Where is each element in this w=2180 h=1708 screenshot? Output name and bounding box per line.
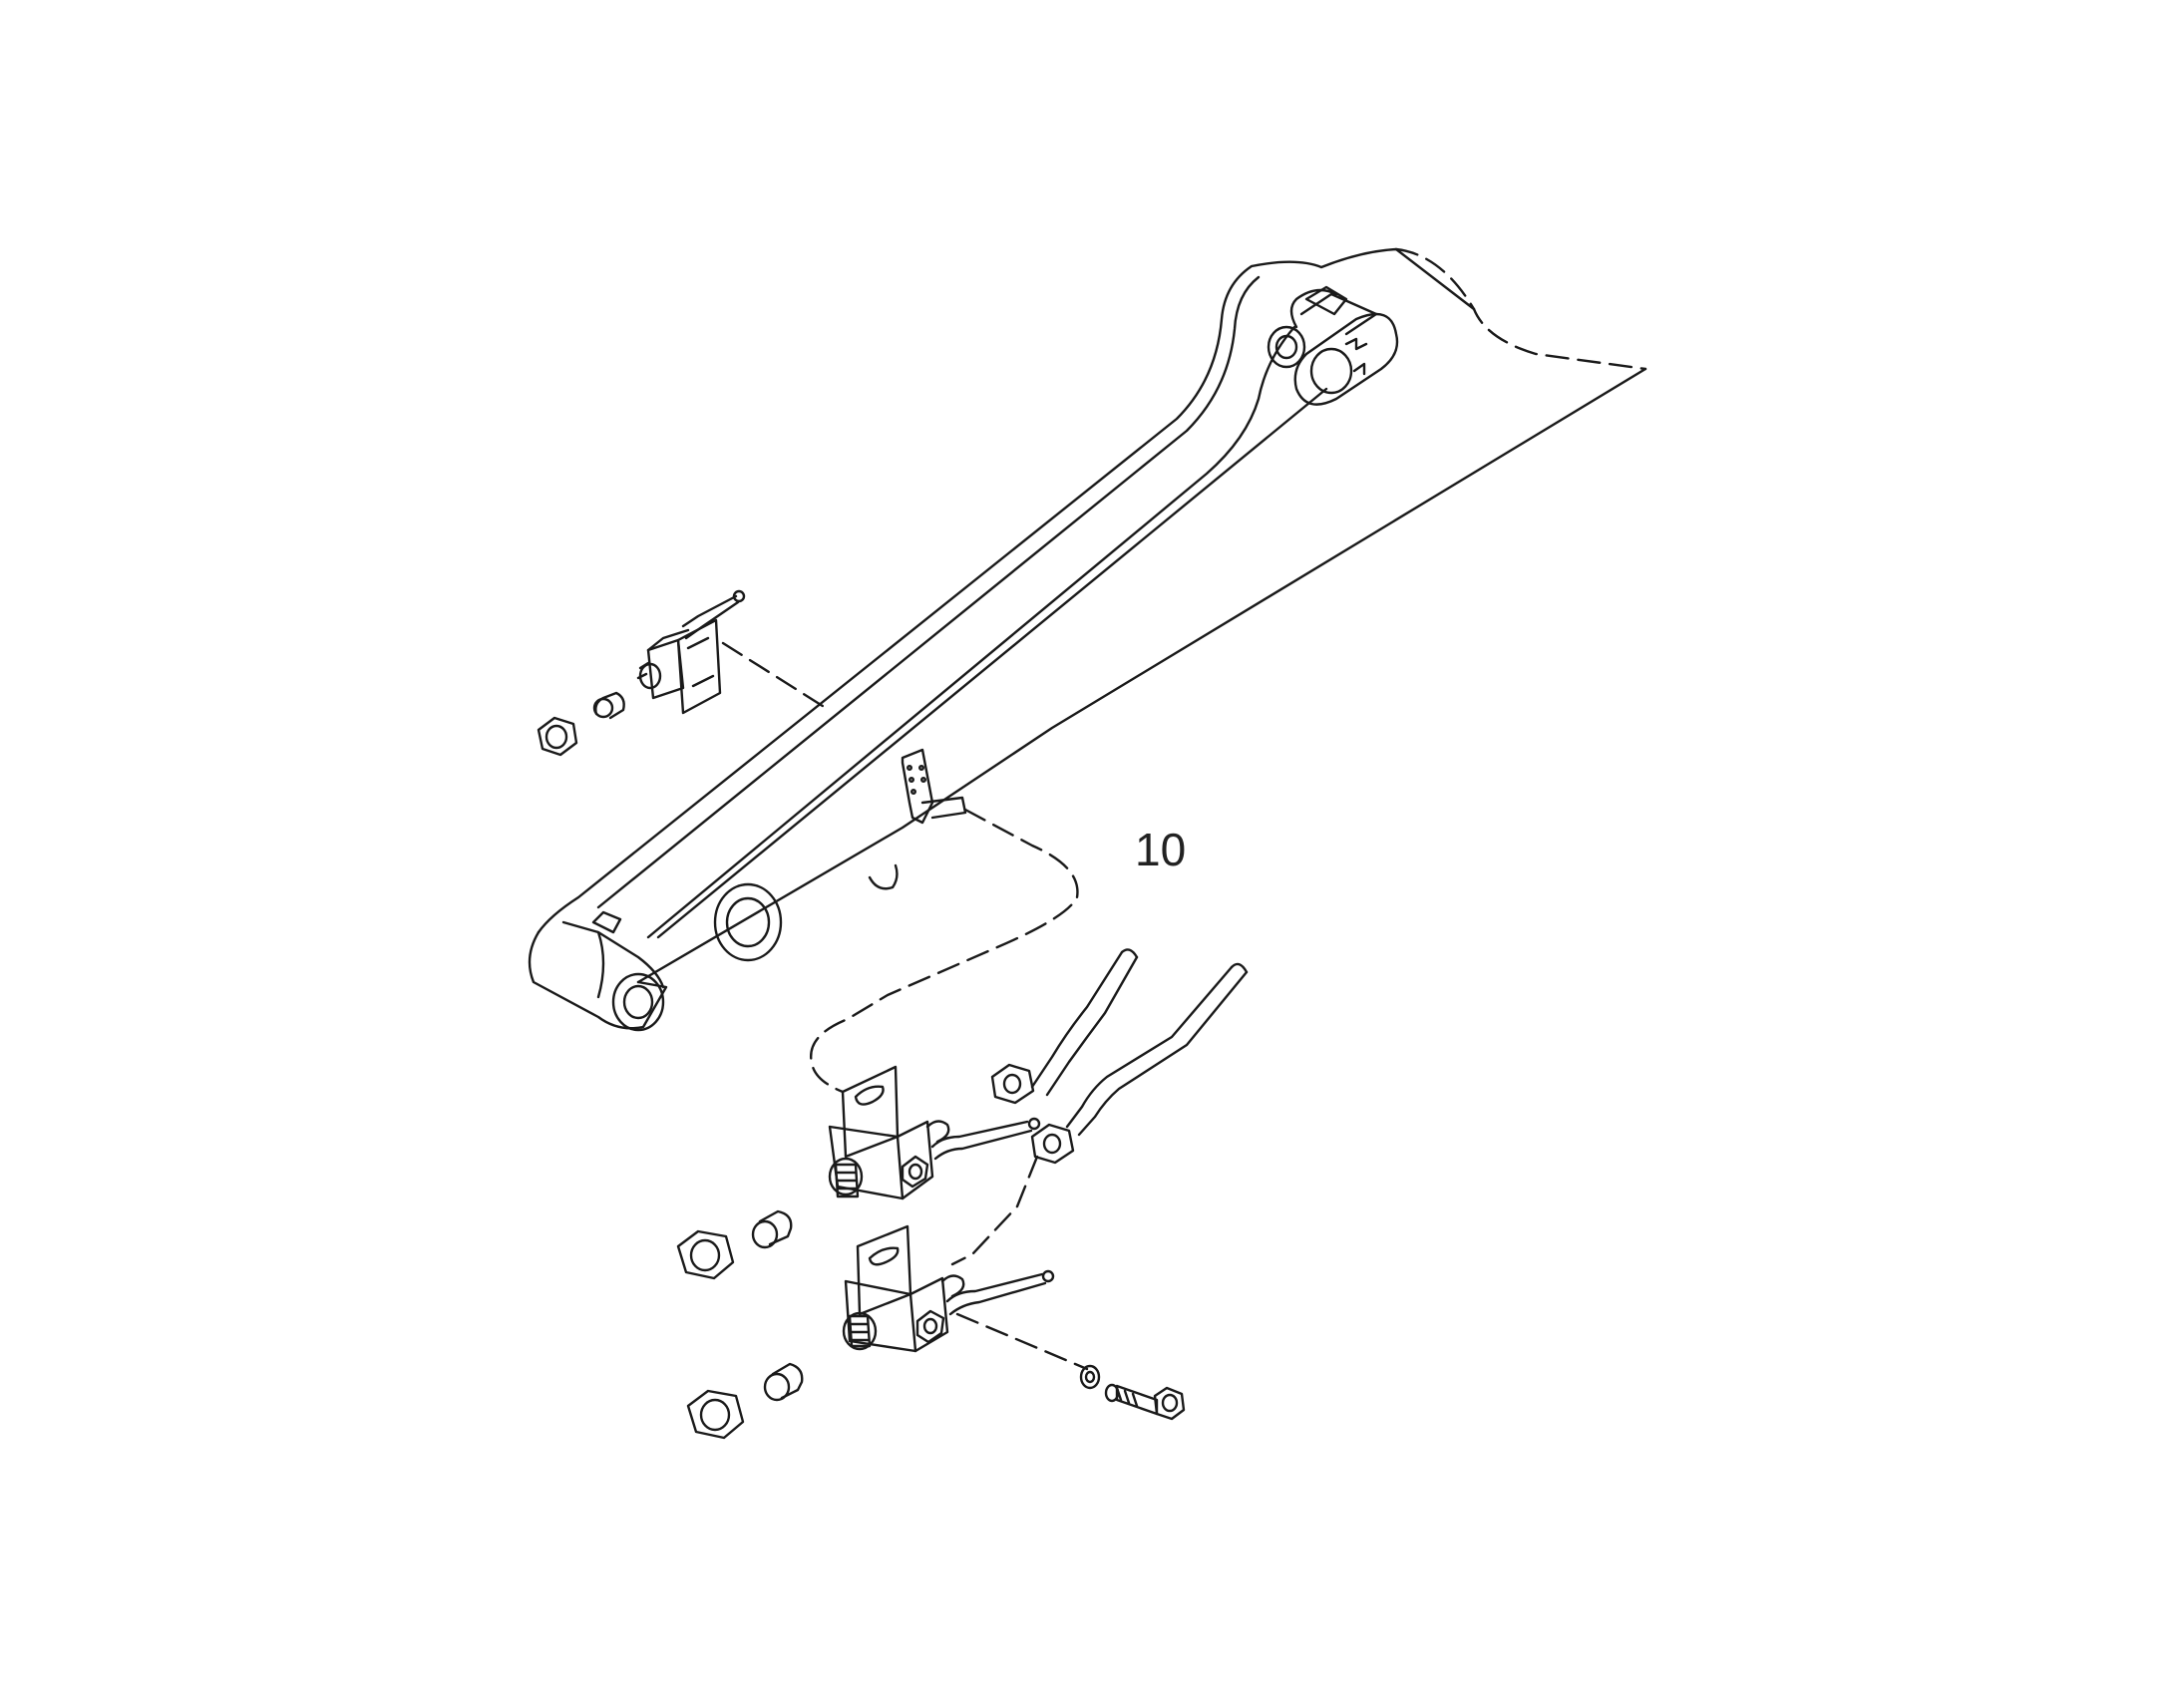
lower-hose-phantom <box>950 1155 1039 1266</box>
lower-valve-phantom <box>955 1312 1089 1371</box>
middle-valve-assembly <box>676 1065 1041 1280</box>
callout-10: 10 <box>1135 824 1186 875</box>
boom-arm <box>528 247 1647 1032</box>
lower-valve-assembly <box>686 1224 1055 1440</box>
boom-mount-bracket <box>901 748 967 825</box>
washer-and-bolt <box>1079 1364 1186 1421</box>
hydraulic-hoses <box>990 948 1249 1165</box>
middle-valve-phantom <box>810 808 1079 1094</box>
upper-valve-phantom <box>721 641 828 710</box>
upper-valve-assembly <box>537 589 746 757</box>
boom-phantom-outline <box>1394 247 1647 371</box>
